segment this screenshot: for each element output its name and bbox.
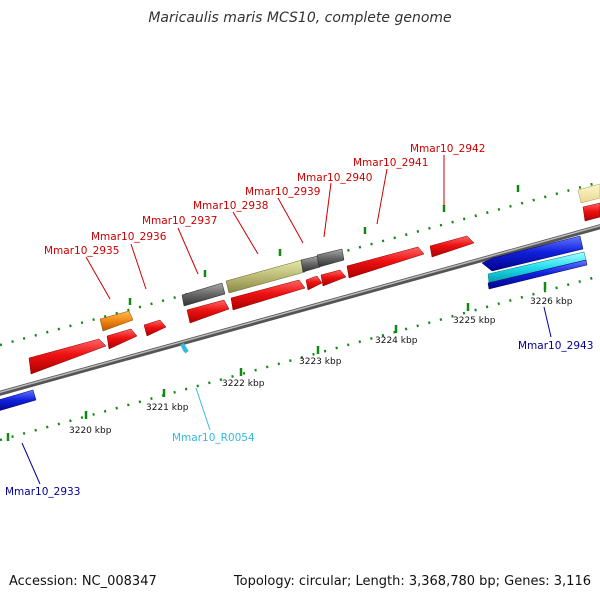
reverse-strand-genes (0, 235, 588, 411)
gene-label: Mmar10_2935 (44, 245, 119, 257)
gene-label: Mmar10_2943 (518, 340, 593, 352)
gene-mmar10-2943 (481, 235, 584, 272)
gene-blue-lower (487, 259, 588, 290)
gene-mmar10-2937 (186, 299, 230, 324)
map-title: Maricaulis maris MCS10, complete genome (148, 10, 452, 26)
gene-red-long (230, 279, 306, 311)
kbp-labels: 3220 kbp 3221 kbp 3222 kbp 3223 kbp 3224… (69, 297, 573, 436)
kbp-label: 3223 kbp (299, 357, 342, 367)
gene-label: Mmar10_2939 (245, 186, 320, 198)
gene-label: Mmar10_2940 (297, 172, 372, 184)
gene-label: Mmar10_2938 (193, 200, 268, 212)
gene-mmar10-2936 (106, 328, 138, 350)
kbp-label: 3226 kbp (530, 297, 573, 307)
kbp-label: 3221 kbp (146, 403, 189, 413)
rna-mmar10-r0054 (180, 342, 189, 354)
gene-red-edge (582, 202, 600, 222)
gene-label: Mmar10_2937 (142, 215, 217, 227)
gene-mmar10-2942 (429, 235, 475, 258)
gene-label: Mmar10_2936 (91, 231, 167, 243)
gene-mmar10-2941 (346, 246, 425, 279)
gene-orange (99, 310, 134, 332)
genome-summary-text: Topology: circular; Length: 3,368,780 bp… (233, 574, 591, 589)
kbp-label: 3224 kbp (375, 336, 418, 346)
forward-strand-genes (28, 183, 600, 375)
kbp-label: 3220 kbp (69, 426, 112, 436)
gene-mmar10-2935 (28, 338, 107, 375)
gene-pale-edge (577, 183, 600, 204)
major-ticks (6, 185, 547, 441)
gene-mmar10-2940 (316, 248, 345, 268)
kbp-label: 3225 kbp (453, 316, 496, 326)
accession-text: Accession: NC_008347 (9, 574, 157, 589)
kbp-label: 3222 kbp (222, 379, 265, 389)
gene-small-red (143, 319, 167, 337)
gene-label: Mmar10_R0054 (172, 432, 255, 444)
gene-label: Mmar10_2942 (410, 143, 485, 155)
gene-mmar10-2938 (225, 259, 306, 294)
gene-mmar10-2939 (300, 255, 321, 273)
gene-label: Mmar10_2941 (353, 157, 428, 169)
leader-lines (21, 155, 552, 485)
gene-red-small-2 (305, 275, 323, 291)
gene-gray-1 (181, 282, 226, 307)
gene-red-small-3 (320, 269, 347, 287)
gene-label: Mmar10_2933 (5, 486, 80, 498)
genome-backbone (0, 224, 600, 396)
gene-labels: Mmar10_2935 Mmar10_2936 Mmar10_2937 Mmar… (5, 143, 593, 498)
gene-mmar10-2933 (0, 389, 37, 411)
